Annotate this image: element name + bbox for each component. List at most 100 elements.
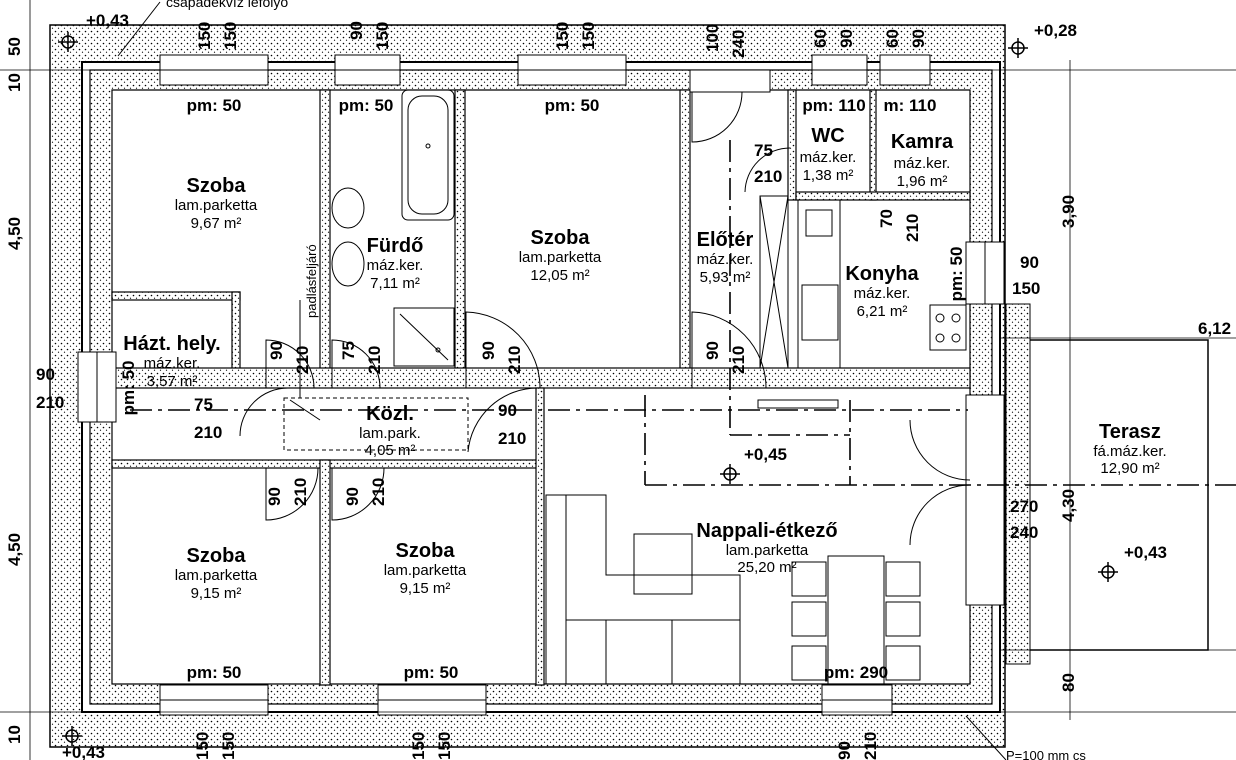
room-area: 5,93 m² xyxy=(700,269,751,286)
svg-text:90: 90 xyxy=(1020,253,1039,272)
svg-text:60: 60 xyxy=(811,29,830,48)
room-area: 1,96 m² xyxy=(897,173,948,190)
svg-text:210: 210 xyxy=(754,167,782,186)
notes: csapadékvíz lefolyó padlásfeljáró P=100 … xyxy=(117,0,1086,760)
room-name: Szoba xyxy=(187,545,247,567)
sill-height: pm: 290 xyxy=(824,663,888,682)
room-name: Szoba xyxy=(187,175,247,197)
svg-text:50: 50 xyxy=(5,37,24,56)
room-name: Fürdő xyxy=(367,235,424,257)
svg-text:90: 90 xyxy=(909,29,928,48)
level-markers xyxy=(58,32,1118,746)
svg-text:210: 210 xyxy=(36,393,64,412)
bottom-dimensions: 150 150 150 150 90 210 xyxy=(193,732,880,760)
living-furniture xyxy=(545,494,921,685)
sill-height: pm: 50 xyxy=(119,361,138,416)
svg-text:100: 100 xyxy=(703,24,722,52)
top-dimensions: 150 150 90 150 150 150 100 240 60 90 60 … xyxy=(195,21,928,58)
sill-height: pm: 50 xyxy=(545,96,600,115)
attic-note: padlásfeljáró xyxy=(304,244,319,318)
room-floor: lam.park. xyxy=(359,425,421,442)
svg-text:75: 75 xyxy=(754,141,773,160)
gutter-note: csapadékvíz lefolyó xyxy=(166,0,288,10)
sill-height: pm: 50 xyxy=(339,96,394,115)
svg-text:150: 150 xyxy=(579,22,598,50)
svg-text:210: 210 xyxy=(194,423,222,442)
sill-height: m: 110 xyxy=(884,96,937,115)
svg-text:10: 10 xyxy=(5,725,24,744)
level-label: +0,43 xyxy=(1124,543,1167,562)
room-floor: lam.parketta xyxy=(519,249,602,266)
bathroom-fixtures xyxy=(331,89,455,367)
svg-text:150: 150 xyxy=(221,22,240,50)
svg-text:3,90: 3,90 xyxy=(1059,195,1078,228)
svg-text:60: 60 xyxy=(883,29,902,48)
svg-text:4,50: 4,50 xyxy=(5,533,24,566)
left-dimensions: 50 10 4,50 4,50 10 xyxy=(5,37,24,744)
svg-text:210: 210 xyxy=(505,346,524,374)
svg-text:240: 240 xyxy=(1010,523,1038,542)
svg-text:90: 90 xyxy=(36,365,55,384)
kitchen-fixtures xyxy=(757,195,967,409)
room-floor: fá.máz.ker. xyxy=(1093,443,1166,460)
doors xyxy=(239,69,971,546)
level-label: +0,43 xyxy=(86,11,129,30)
svg-text:10: 10 xyxy=(5,73,24,92)
sill-height: pm: 50 xyxy=(404,663,459,682)
room-area: 3,57 m² xyxy=(147,373,198,390)
svg-text:270: 270 xyxy=(1010,497,1038,516)
svg-text:150: 150 xyxy=(373,22,392,50)
terrace xyxy=(1005,303,1209,665)
svg-text:90: 90 xyxy=(703,341,722,360)
svg-text:150: 150 xyxy=(1012,279,1040,298)
room-name: Szoba xyxy=(396,540,456,562)
room-floor: lam.parketta xyxy=(384,562,467,579)
right-dimensions: 3,90 4,30 80 6,12 xyxy=(1059,195,1231,692)
room-area: 12,90 m² xyxy=(1100,460,1159,477)
svg-text:150: 150 xyxy=(219,732,238,760)
room-floor: lam.parketta xyxy=(175,567,258,584)
room-area: 9,15 m² xyxy=(400,580,451,597)
room-floor: máz.ker. xyxy=(800,149,857,166)
sill-height: pm: 50 xyxy=(187,663,242,682)
room-name: Előtér xyxy=(697,229,754,251)
svg-text:90: 90 xyxy=(267,341,286,360)
room-name: Terasz xyxy=(1099,421,1161,443)
room-floor: máz.ker. xyxy=(144,355,201,372)
svg-text:90: 90 xyxy=(479,341,498,360)
room-labels: Szoba lam.parketta 9,67 m² Fürdő máz.ker… xyxy=(123,125,1166,602)
svg-text:150: 150 xyxy=(193,732,212,760)
svg-text:150: 150 xyxy=(409,732,428,760)
svg-text:210: 210 xyxy=(498,429,526,448)
room-area: 1,38 m² xyxy=(803,167,854,184)
room-name: Házt. hely. xyxy=(123,333,220,355)
room-floor: máz.ker. xyxy=(697,251,754,268)
room-name: Kamra xyxy=(891,131,954,153)
attic-hatch xyxy=(283,397,469,451)
room-floor: lam.parketta xyxy=(726,542,809,559)
room-name: Szoba xyxy=(531,227,591,249)
room-floor: máz.ker. xyxy=(854,285,911,302)
section-lines xyxy=(130,140,1236,486)
svg-text:210: 210 xyxy=(291,478,310,506)
sill-labels: pm: 50 pm: 50 pm: 50 pm: 110 m: 110 pm: … xyxy=(119,96,966,682)
level-label: +0,43 xyxy=(62,743,105,760)
svg-text:75: 75 xyxy=(194,395,213,414)
room-area: 4,05 m² xyxy=(365,442,416,459)
room-area: 25,20 m² xyxy=(737,559,796,576)
level-labels: +0,43 +0,28 +0,45 +0,43 +0,43 xyxy=(62,11,1167,760)
room-name: Közl. xyxy=(366,403,414,425)
room-area: 9,15 m² xyxy=(191,585,242,602)
room-area: 7,11 m² xyxy=(370,275,420,292)
room-area: 12,05 m² xyxy=(530,267,589,284)
svg-text:90: 90 xyxy=(343,487,362,506)
svg-text:75: 75 xyxy=(339,341,358,360)
svg-text:210: 210 xyxy=(903,214,922,242)
svg-text:210: 210 xyxy=(369,478,388,506)
room-name: WC xyxy=(811,125,844,147)
sill-height: pm: 110 xyxy=(802,96,865,115)
sill-height: pm: 50 xyxy=(187,96,242,115)
room-name: Nappali-étkező xyxy=(696,520,837,542)
svg-text:150: 150 xyxy=(195,22,214,50)
